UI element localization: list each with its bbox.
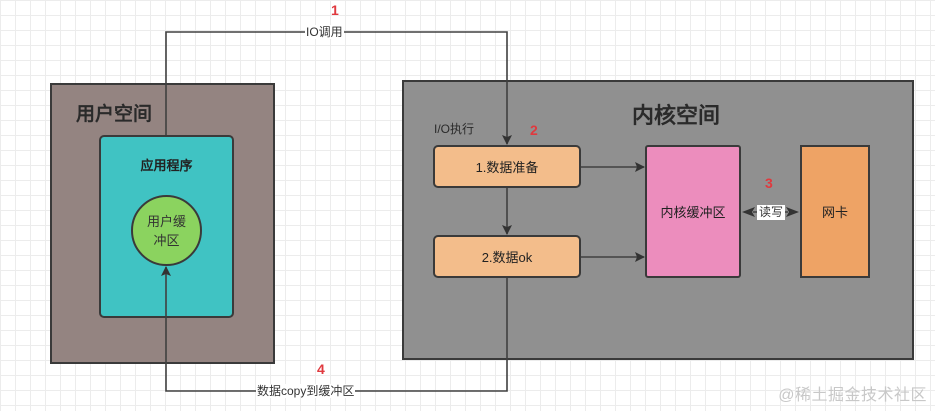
kernel-buffer-label: 内核缓冲区 bbox=[660, 205, 726, 220]
application-title: 应用程序 bbox=[140, 158, 193, 173]
kernel-space-title: 内核空间 bbox=[631, 103, 720, 128]
step-number-2: 2 bbox=[530, 122, 538, 138]
user-buffer-node[interactable]: 用户缓冲区 bbox=[131, 195, 202, 266]
io-exec-label: I/O执行 bbox=[434, 122, 475, 136]
nic-node[interactable]: 网卡 bbox=[800, 145, 870, 278]
step-data-prepare[interactable]: 1.数据准备 bbox=[433, 145, 581, 188]
nic-label: 网卡 bbox=[821, 205, 848, 220]
user-buffer-label: 用户缓冲区 bbox=[146, 213, 186, 248]
step-data-ok[interactable]: 2.数据ok bbox=[433, 235, 581, 278]
copy-label: 数据copy到缓冲区 bbox=[256, 384, 356, 398]
step-data-prepare-label: 1.数据准备 bbox=[475, 160, 539, 175]
step-number-1: 1 bbox=[331, 2, 339, 18]
step-number-4: 4 bbox=[317, 361, 325, 377]
step-number-3: 3 bbox=[765, 175, 773, 191]
read-write-label: 读写 bbox=[757, 205, 786, 220]
user-space-title: 用户空间 bbox=[76, 104, 153, 125]
step-data-ok-label: 2.数据ok bbox=[481, 250, 533, 265]
watermark: @稀土掘金技术社区 bbox=[778, 387, 927, 404]
kernel-buffer-node[interactable]: 内核缓冲区 bbox=[645, 145, 741, 278]
io-call-label: IO调用 bbox=[305, 25, 344, 39]
